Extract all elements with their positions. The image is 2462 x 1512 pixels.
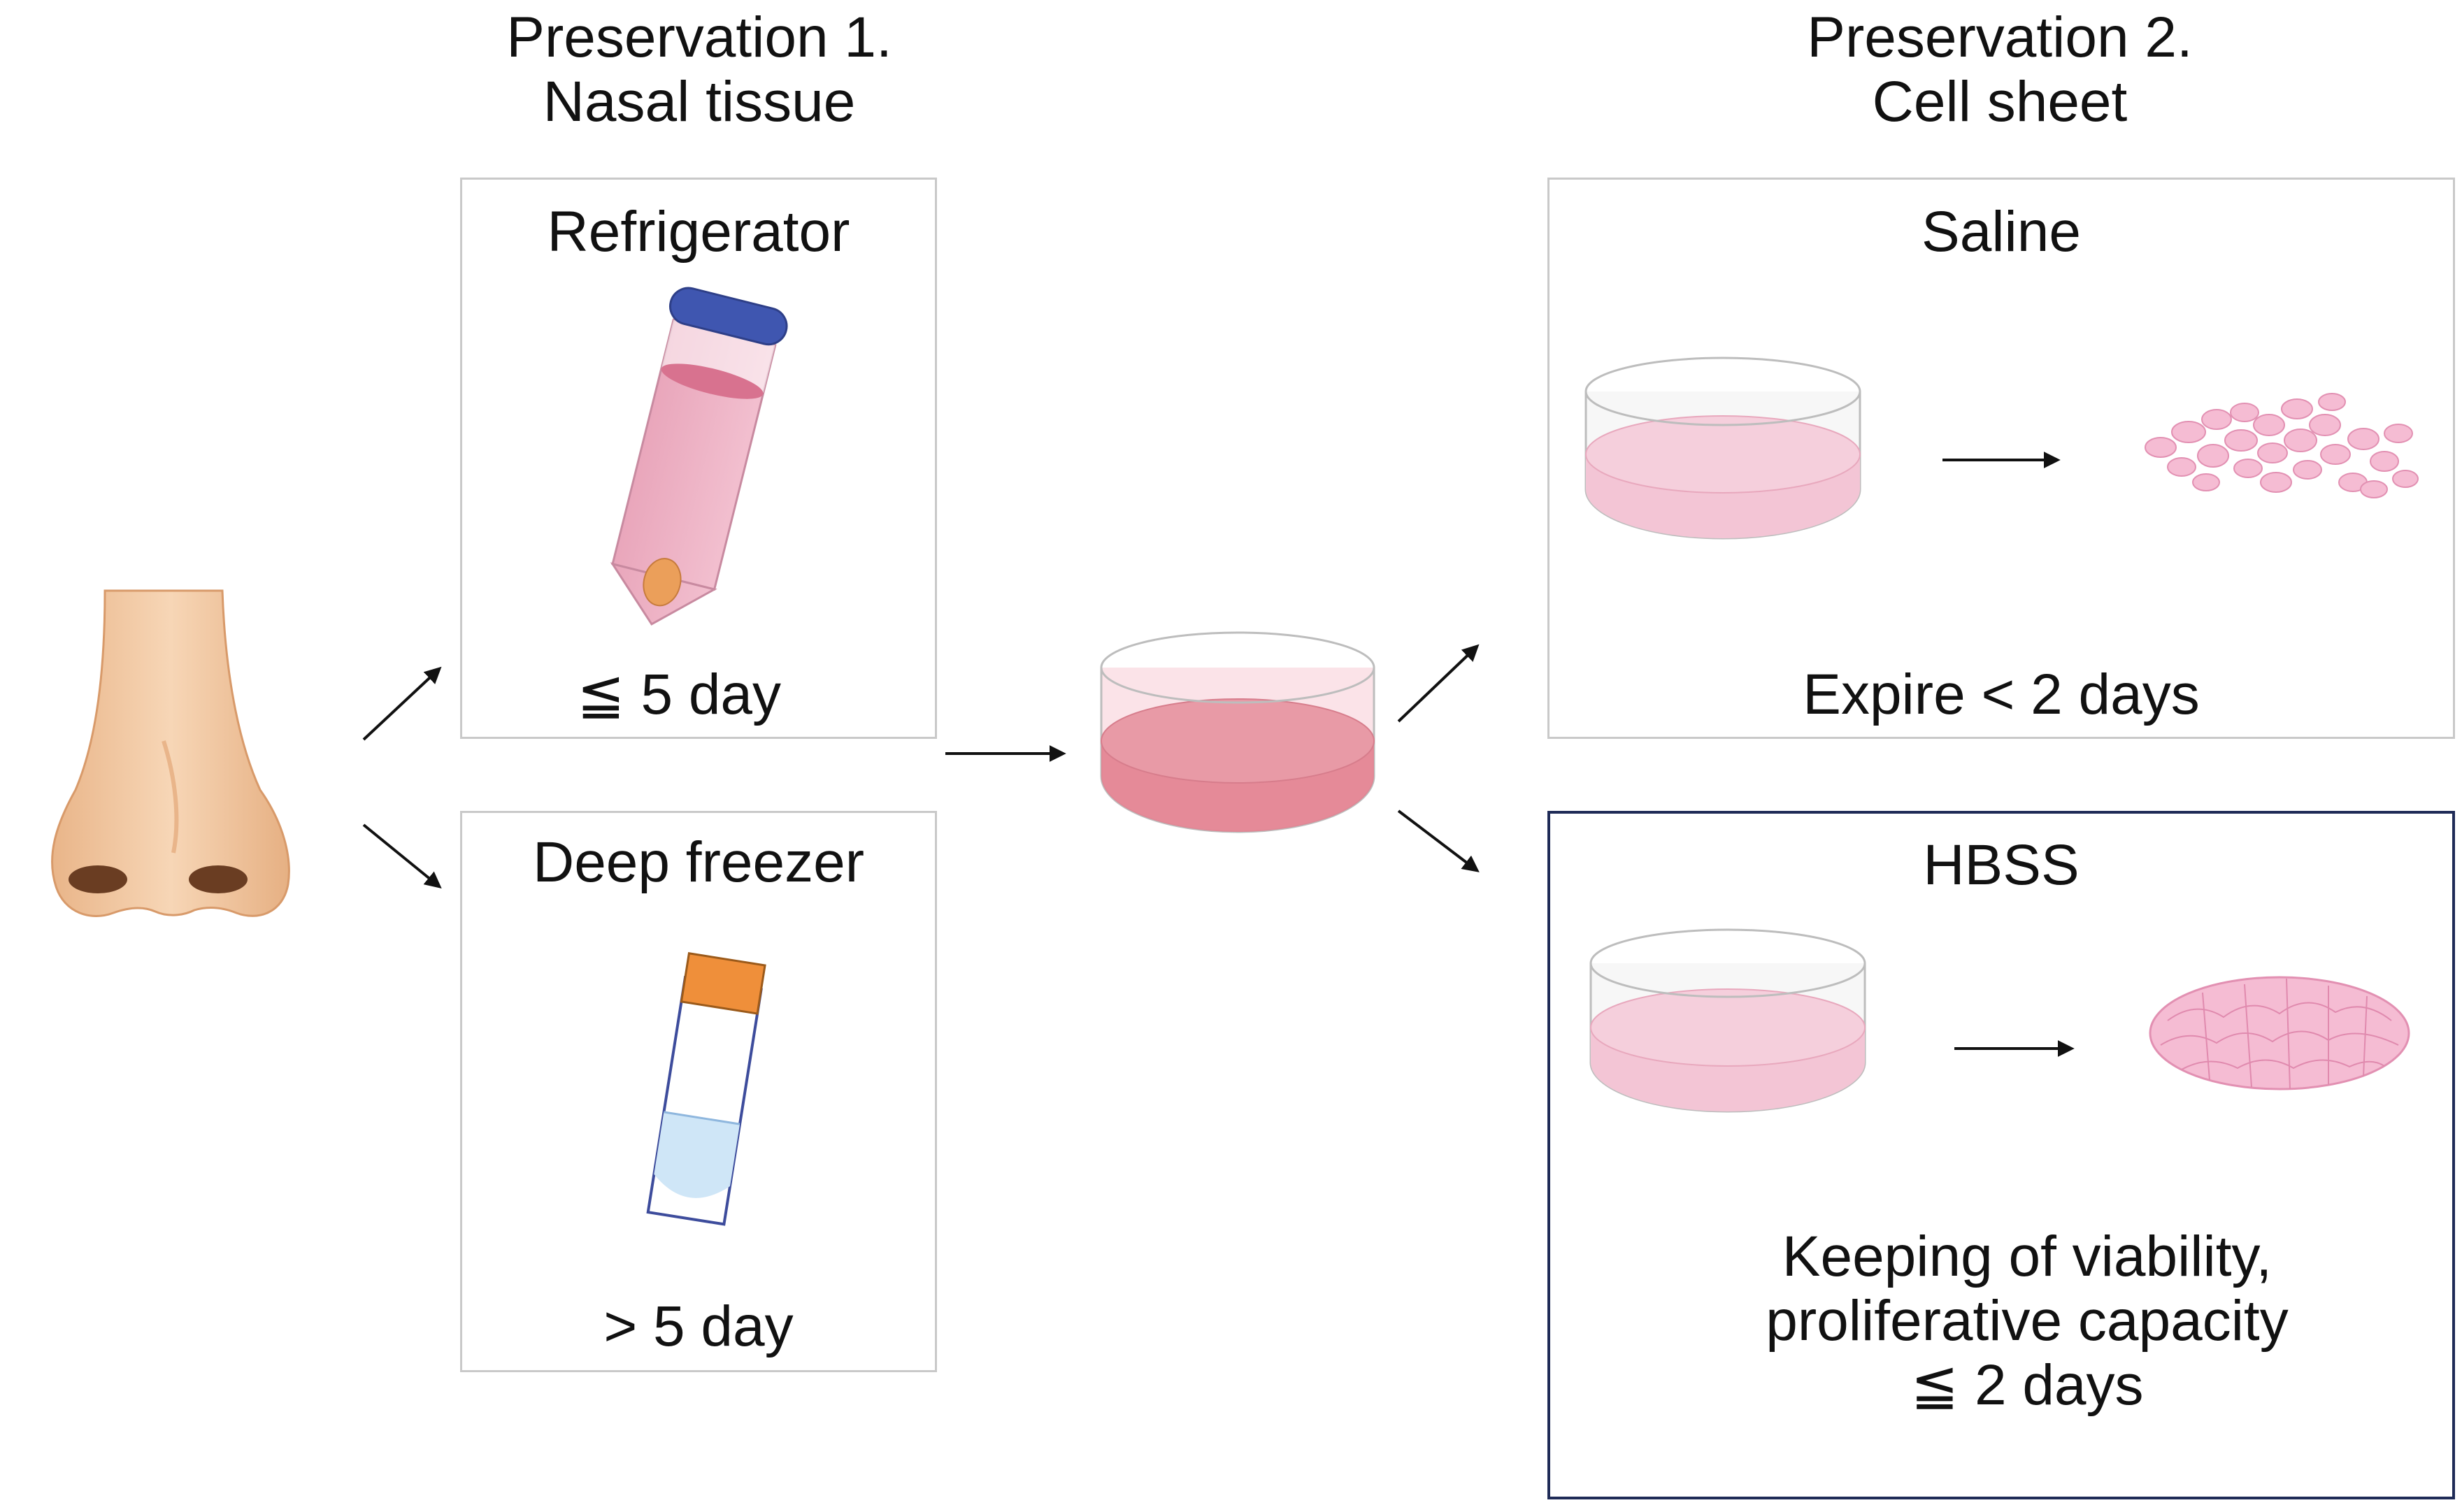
arrow-icon [362,823,442,889]
nose-icon [51,589,290,917]
preservation1-heading-line1: Preservation 1. [506,6,892,69]
hbss-note-line2: proliferative capacity [1766,1288,2289,1353]
hbss-box [1547,811,2455,1499]
hbss-note-line1: Keeping of viability, [1782,1225,2273,1288]
cryovial-icon [646,952,766,1226]
saline-title: Saline [1921,200,2081,264]
culture-dish-icon [1100,631,1375,833]
hbss-title: HBSS [1923,833,2080,897]
preservation2-heading-line2: Cell sheet [1872,69,2128,134]
refrigerator-title: Refrigerator [547,200,850,264]
arrow-icon [362,666,442,741]
arrow-icon [1397,809,1480,872]
deep-freezer-note: > 5 day [603,1295,794,1358]
saline-note: Expire < 2 days [1803,663,2200,726]
preservation1-heading: Preservation 1. Nasal tissue [392,6,1007,134]
refrigerator-note: ≦ 5 day [576,663,782,726]
deep-freezer-title: Deep freezer [532,830,865,894]
refrigerator-tube-icon [610,287,788,626]
hbss-note-line3: ≦ 2 days [1910,1353,2144,1417]
culture-dish-icon [1589,928,1866,1113]
preservation2-heading: Preservation 2. Cell sheet [1692,6,2307,134]
cell-sheet-icon [2145,393,2419,498]
hbss-note: Keeping of viability, proliferative capa… [1573,1225,2462,1417]
preservation1-heading-line2: Nasal tissue [543,69,856,134]
cell-sheet-icon [2149,976,2410,1090]
arrow-icon [1397,644,1480,723]
culture-dish-icon [1584,357,1861,540]
preservation2-heading-line1: Preservation 2. [1807,6,2193,69]
